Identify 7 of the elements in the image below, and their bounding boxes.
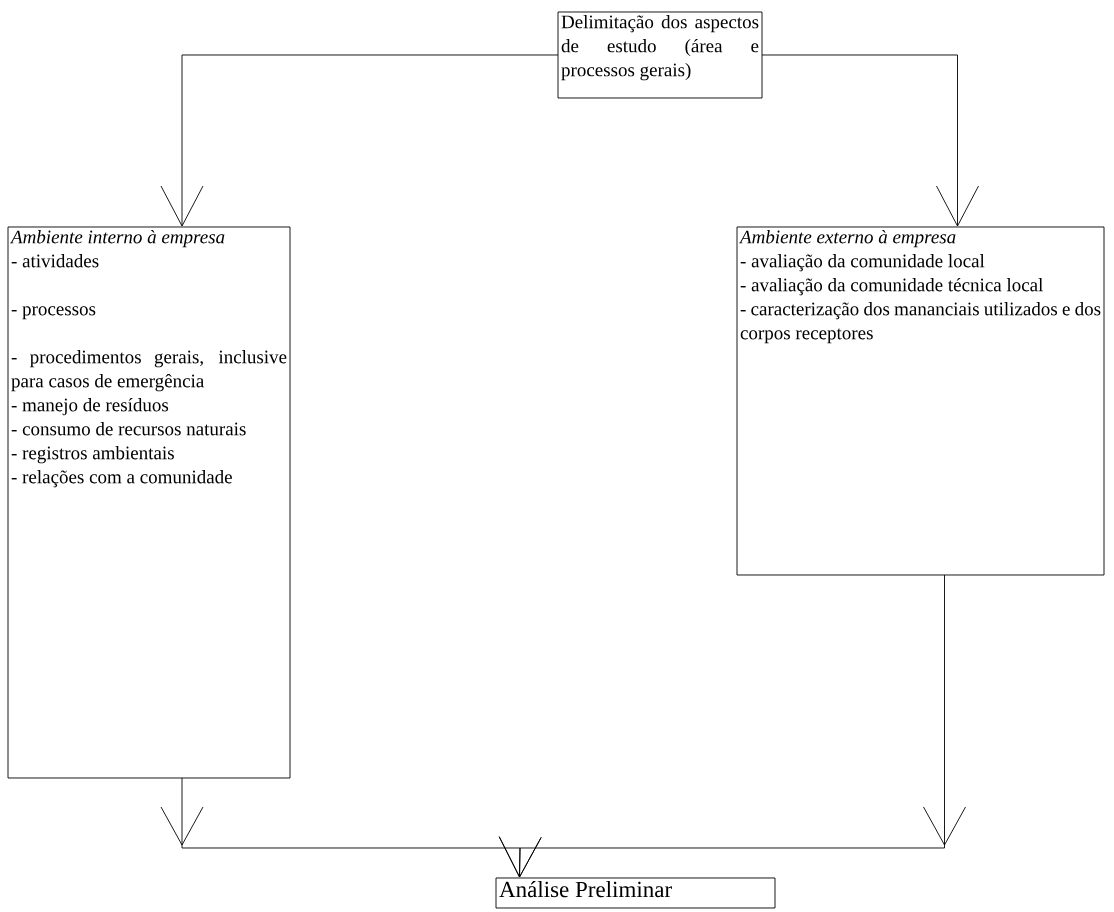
arrow bbox=[160, 54, 559, 227]
process-box: Delimitação dos aspectos de estudo (área e processos gerais) bbox=[557, 11, 763, 99]
process-box: Ambiente externo à empresa - avaliação da comunidade local - avaliação da comunidade técnica local - caracterização dos mananciais utilizados e dos corpos receptores bbox=[736, 226, 1105, 576]
arrow bbox=[761, 54, 979, 227]
process-box: Ambiente interno à empresa - atividades - processos - procedimentos gerais, inclusive para casos de emergência - manejo de resíduos - consumo de recursos naturais - registros ambientais - relações com a comunidade bbox=[7, 226, 291, 779]
process-box: Análise Preliminar bbox=[495, 877, 776, 909]
arrow bbox=[498, 574, 966, 878]
